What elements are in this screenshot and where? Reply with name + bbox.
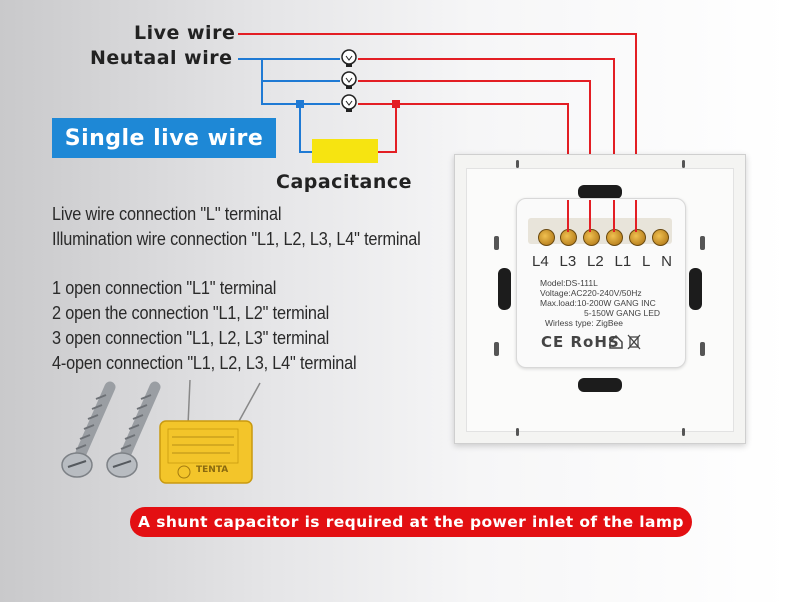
terminal-label: N: [661, 253, 672, 270]
capacitor-block: [312, 139, 378, 163]
panel-hole: [700, 342, 705, 356]
terminal-labels: L4 L3 L2 L1 L N: [532, 253, 672, 270]
panel-hole: [682, 160, 685, 168]
hardware-illustration: [61, 379, 261, 484]
terminal-label: L2: [587, 253, 604, 270]
instruction-line: 3 open connection "L1, L2, L3" terminal: [52, 327, 330, 348]
panel-hole: [516, 428, 519, 436]
neutral-branch: [261, 59, 340, 105]
panel-hole: [494, 342, 499, 356]
panel-hole: [700, 236, 705, 250]
instruction-line: Live wire connection "L" terminal: [52, 203, 282, 224]
certification-marks: CE RoHS: [541, 333, 620, 351]
spec-wireless: Wirless type: ZigBee: [545, 318, 623, 328]
bulb-icon: [341, 49, 357, 67]
neutral-junction-dot: [296, 100, 304, 108]
live-junction-dot: [392, 100, 400, 108]
instruction-line: 4-open connection "L1, L2, L3, L4" termi…: [52, 352, 357, 373]
module-spec-label: Model:DS-111L Voltage:AC220-240V/50Hz Ma…: [540, 278, 661, 324]
instruction-line: 2 open the connection "L1, L2" terminal: [52, 302, 330, 323]
instruction-line: 1 open connection "L1" terminal: [52, 277, 277, 298]
neutral-to-capacitor: [299, 104, 312, 153]
neutral-wire-label: Neutaal wire: [90, 47, 233, 69]
bottom-note-banner: A shunt capacitor is required at the pow…: [130, 507, 692, 537]
live-wire-label: Live wire: [134, 22, 236, 44]
spec-max-load: Max.load:10-200W GANG INC: [540, 298, 656, 308]
home-icon: [609, 334, 623, 349]
panel-hole: [516, 160, 519, 168]
panel-slot: [689, 268, 702, 310]
terminal-screw-icon: [583, 229, 600, 246]
panel-slot: [498, 268, 511, 310]
capacitor-marking: TENTA: [196, 465, 229, 475]
terminal-screw-icon: [538, 229, 555, 246]
terminal-label: L: [642, 253, 651, 270]
instruction-line: Illumination wire connection "L1, L2, L3…: [52, 228, 421, 249]
panel-hole: [494, 236, 499, 250]
panel-hole: [682, 428, 685, 436]
spec-voltage: Voltage:AC220-240V/50Hz: [540, 288, 642, 298]
screw-icon: [106, 381, 161, 478]
terminal-screw-icon: [629, 229, 646, 246]
terminal-screw-icon: [652, 229, 669, 246]
screw-icon: [61, 381, 116, 478]
panel-slot: [578, 378, 622, 392]
panel-slot: [578, 185, 622, 199]
capacitance-label: Capacitance: [276, 171, 413, 193]
bulb-icon: [341, 71, 357, 89]
terminal-label: L4: [532, 253, 549, 270]
terminal-label: L1: [614, 253, 632, 270]
capacitor-icon: [159, 379, 261, 484]
terminal-label: L3: [559, 253, 577, 270]
bulb-icon: [341, 94, 357, 112]
weee-bin-icon: [627, 334, 641, 350]
capacitor-to-lamp3: [378, 104, 397, 153]
single-live-wire-banner: Single live wire: [52, 118, 276, 158]
spec-model: Model:DS-111L: [540, 278, 598, 288]
spec-max-load-led: 5-150W GANG LED: [584, 308, 661, 318]
